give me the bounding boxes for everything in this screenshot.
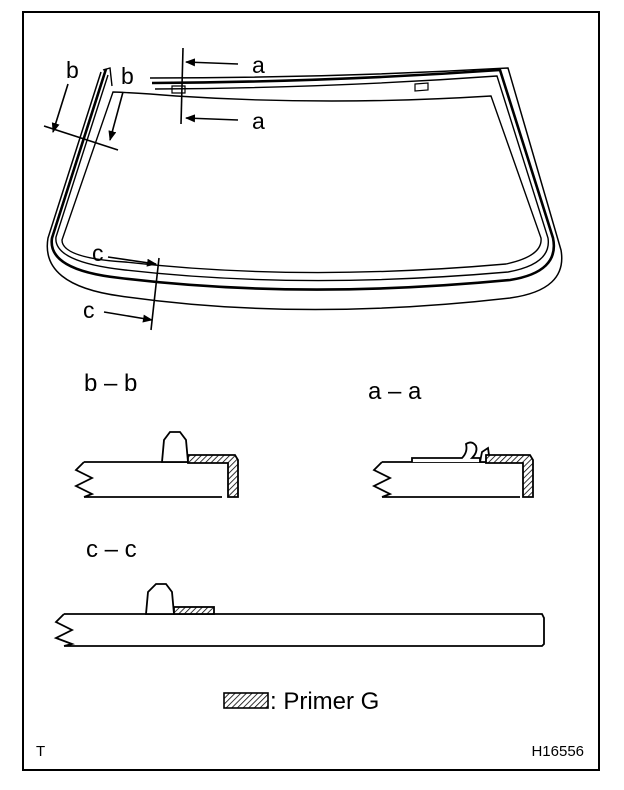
bb-molding-seal <box>161 431 189 463</box>
windshield-outline <box>46 67 563 311</box>
label-b-left: b <box>66 57 79 83</box>
section-line-c <box>150 257 160 331</box>
arrow-c-top <box>107 256 157 267</box>
cc-glass <box>53 613 545 647</box>
label-c-bottom: c <box>83 297 95 323</box>
arrow-b-right <box>108 91 124 141</box>
section-cc-drawing <box>53 583 545 647</box>
section-cc-title: c – c <box>86 536 137 563</box>
section-bb-drawing <box>73 431 239 498</box>
aa-glass <box>371 461 520 498</box>
legend-text: : Primer G <box>270 688 379 715</box>
glass-inner-boundary <box>61 91 542 274</box>
section-aa-drawing <box>371 441 534 498</box>
aa-primer <box>485 454 534 498</box>
cc-primer <box>173 606 215 615</box>
upper-clip <box>171 85 186 94</box>
figure-frame <box>22 11 600 771</box>
corner-mark-left: T <box>36 743 45 760</box>
bb-primer <box>187 454 239 498</box>
label-b-right: b <box>121 63 134 89</box>
bb-glass <box>73 461 222 498</box>
arrow-b-left <box>51 83 69 133</box>
label-c-top: c <box>92 240 104 266</box>
arrow-a-bottom <box>185 114 239 123</box>
arrow-a-top <box>185 58 239 67</box>
upper-corner-strip <box>102 67 113 87</box>
legend-swatch <box>223 692 269 709</box>
body-opening-outline <box>46 67 563 311</box>
section-line-a <box>180 47 184 125</box>
section-aa-title: a – a <box>368 378 422 405</box>
glass-outer-edge <box>50 68 556 291</box>
label-a-bottom: a <box>252 108 265 134</box>
cc-molding-seal <box>145 583 175 615</box>
glass-molding-line <box>55 74 549 282</box>
label-a-top: a <box>252 52 265 78</box>
arrow-c-bottom <box>103 311 153 323</box>
legend: : Primer G <box>223 688 379 715</box>
aa-clip <box>411 441 481 462</box>
right-clip <box>414 82 429 92</box>
figure-id: H16556 <box>531 743 584 760</box>
section-bb-title: b – b <box>84 370 137 397</box>
